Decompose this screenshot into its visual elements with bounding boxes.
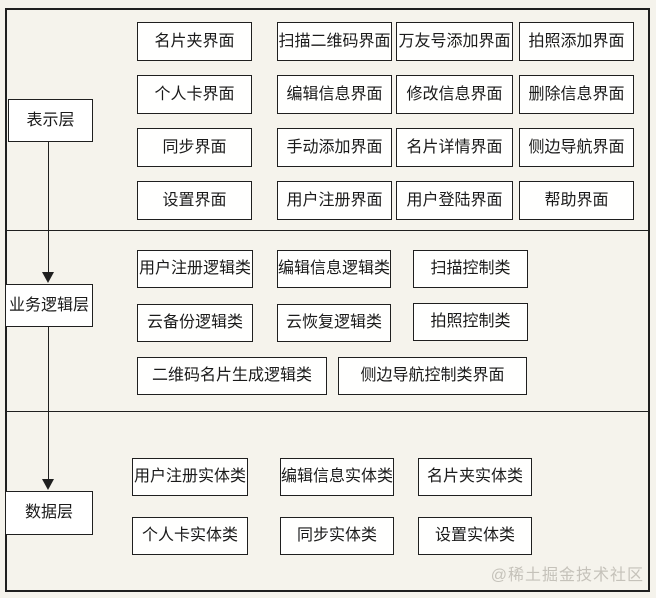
arrowhead-down-icon: [42, 272, 54, 283]
node-presentation-sync-ui: 同步界面: [137, 128, 252, 167]
node-data-user-register-entity: 用户注册实体类: [132, 458, 248, 496]
node-data-card-folder-entity: 名片夹实体类: [418, 458, 532, 496]
node-presentation-manual-add-ui: 手动添加界面: [277, 128, 392, 167]
node-logic-photo-control: 拍照控制类: [413, 303, 528, 341]
node-presentation-login-ui: 用户登陆界面: [396, 181, 513, 220]
layer-divider-logic-data: [5, 411, 650, 412]
layer-divider-presentation-logic: [5, 230, 650, 231]
node-presentation-settings-ui: 设置界面: [137, 181, 252, 220]
node-presentation-edit-info-ui: 编辑信息界面: [277, 75, 392, 114]
node-data-edit-info-entity: 编辑信息实体类: [280, 458, 394, 496]
node-presentation-photo-add-ui: 拍照添加界面: [519, 22, 634, 61]
node-data-sync-entity: 同步实体类: [280, 517, 394, 555]
node-presentation-modify-info-ui: 修改信息界面: [396, 75, 513, 114]
node-logic-side-nav-control: 侧边导航控制类界面: [338, 357, 527, 395]
node-logic-user-register: 用户注册逻辑类: [137, 250, 253, 288]
arrowhead-down-icon: [42, 479, 54, 490]
node-logic-qr-card-generate: 二维码名片生成逻辑类: [137, 357, 327, 395]
node-logic-cloud-restore: 云恢复逻辑类: [277, 304, 391, 342]
node-presentation-scan-qr-ui: 扫描二维码界面: [277, 22, 392, 61]
arrow-line-presentation-to-logic: [48, 142, 49, 273]
node-presentation-register-ui: 用户注册界面: [277, 181, 392, 220]
layer-label-business-logic: 业务逻辑层: [5, 284, 93, 327]
node-presentation-help-ui: 帮助界面: [519, 181, 634, 220]
arrow-line-logic-to-data: [48, 327, 49, 479]
node-presentation-card-folder-ui: 名片夹界面: [137, 22, 252, 61]
node-logic-cloud-backup: 云备份逻辑类: [137, 304, 253, 342]
node-presentation-side-nav-ui: 侧边导航界面: [519, 128, 634, 167]
node-data-personal-card-entity: 个人卡实体类: [132, 517, 248, 555]
node-presentation-card-detail-ui: 名片详情界面: [396, 128, 513, 167]
node-presentation-delete-info-ui: 删除信息界面: [519, 75, 634, 114]
node-data-settings-entity: 设置实体类: [418, 517, 532, 555]
watermark-text: @稀土掘金技术社区: [490, 567, 644, 584]
node-logic-edit-info: 编辑信息逻辑类: [277, 250, 391, 288]
layer-label-data: 数据层: [5, 491, 93, 535]
node-logic-scan-control: 扫描控制类: [413, 250, 528, 288]
layer-label-presentation: 表示层: [8, 99, 93, 142]
node-presentation-wanyou-add-ui: 万友号添加界面: [396, 22, 513, 61]
node-presentation-personal-card-ui: 个人卡界面: [137, 75, 252, 114]
